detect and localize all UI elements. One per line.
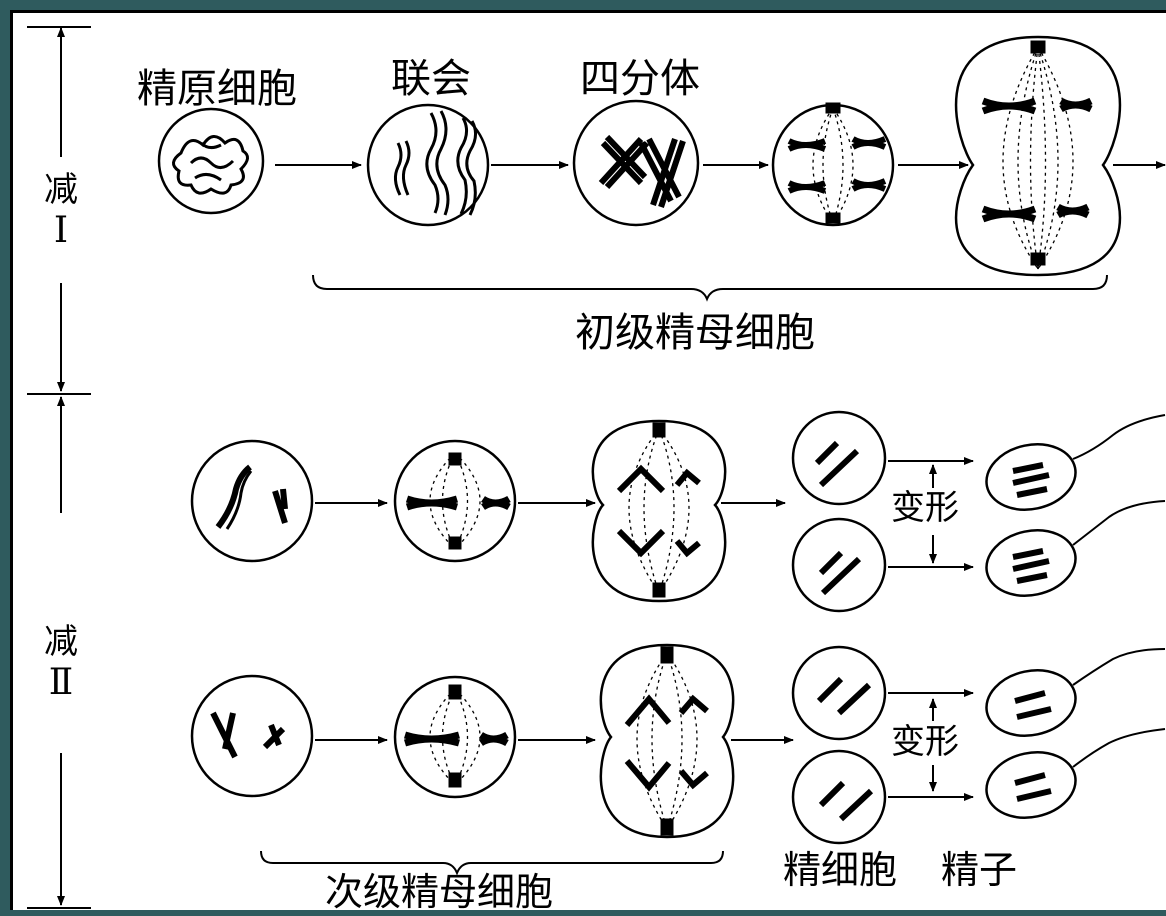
sperm-cell bbox=[985, 500, 1166, 597]
spermatid-cell bbox=[791, 517, 887, 613]
meiosis-two-char: 减 bbox=[44, 622, 78, 662]
tetrad-label: 四分体 bbox=[580, 56, 700, 102]
secondary-brace bbox=[260, 850, 724, 876]
anaphase-two-cell-a bbox=[591, 419, 727, 603]
meiosis-two-roman: Ⅱ bbox=[48, 662, 74, 703]
synapsis-cell bbox=[366, 103, 490, 227]
spermatogonium-label: 精原细胞 bbox=[137, 66, 297, 112]
sperm-cell bbox=[985, 648, 1166, 737]
secondary-cell-a bbox=[190, 439, 314, 563]
metaphase-two-cell-b bbox=[393, 675, 517, 799]
phase-axis bbox=[27, 26, 91, 909]
sperm-cell bbox=[985, 414, 1166, 511]
sperm-label: 精子 bbox=[941, 848, 1018, 892]
anaphase-one-cell bbox=[954, 35, 1122, 277]
primary-spermatocyte-label: 初级精母细胞 bbox=[575, 310, 815, 356]
secondary-cell-b bbox=[190, 674, 314, 798]
meiosis-one-char: 减 bbox=[44, 170, 78, 210]
meiosis-one-label: 减 Ⅰ bbox=[31, 173, 91, 249]
spermatid-cell bbox=[791, 749, 887, 845]
tetrad-cell bbox=[572, 99, 700, 227]
meiosis-one-roman: Ⅰ bbox=[53, 210, 69, 251]
spermatid-cell bbox=[791, 410, 887, 506]
transform-label-lower: 变形 bbox=[891, 722, 959, 762]
sperm-cell bbox=[985, 728, 1166, 819]
diagram-drawing bbox=[27, 26, 1166, 909]
secondary-spermatocyte-label: 次级精母细胞 bbox=[325, 870, 554, 910]
anaphase-two-cell-b bbox=[599, 643, 735, 839]
spermatogonium-cell bbox=[157, 107, 265, 215]
primary-brace bbox=[312, 274, 1108, 302]
metaphase-two-cell-a bbox=[393, 439, 517, 563]
meiosis-two-label: 减 Ⅱ bbox=[31, 625, 91, 701]
diagram-canvas: 减 Ⅰ 减 Ⅱ 精原细胞 联会 四分体 初级精母细胞 变形 变形 次级精母细胞 … bbox=[10, 10, 1166, 910]
spermatid-cell bbox=[791, 645, 887, 741]
metaphase-one-cell bbox=[771, 102, 895, 227]
transform-arrows bbox=[888, 689, 974, 801]
spermatid-label: 精细胞 bbox=[783, 848, 898, 892]
transform-arrows bbox=[888, 457, 974, 571]
synapsis-label: 联会 bbox=[391, 56, 471, 102]
transform-label-upper: 变形 bbox=[891, 488, 959, 528]
